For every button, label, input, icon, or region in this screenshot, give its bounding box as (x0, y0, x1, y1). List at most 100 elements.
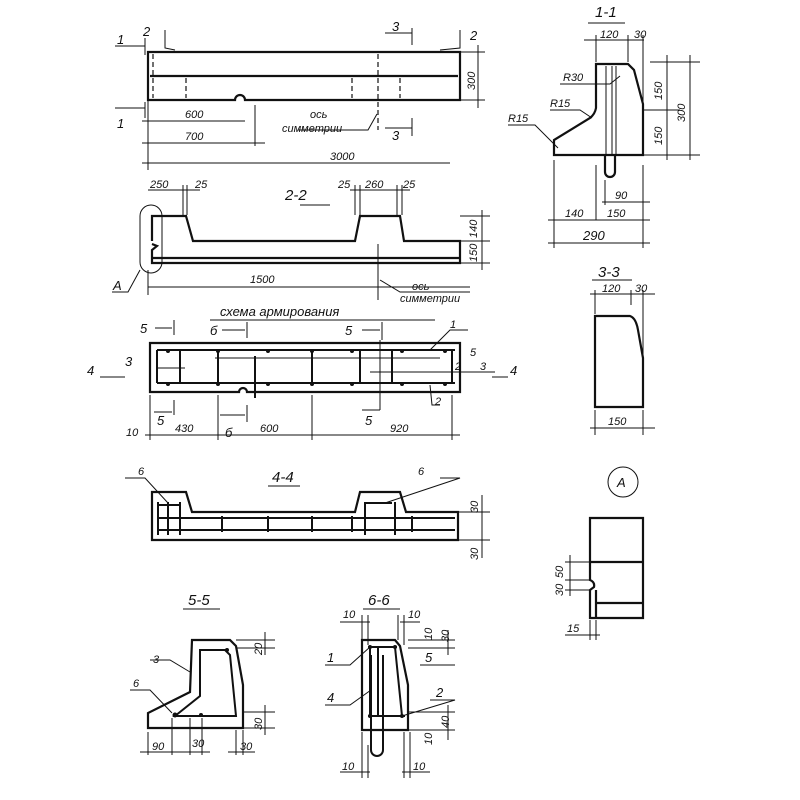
section-3-3: 3-3 120 30 150 (590, 264, 655, 435)
dim-30: 30 (635, 283, 648, 295)
position-2: 2 (434, 396, 441, 408)
cut-marker-2: 2 (142, 24, 151, 39)
dim-50: 50 (554, 565, 566, 578)
reinforcement-scheme: схема армирования 5 б 5 5 5 б 4 4 3 3 5 … (87, 304, 517, 440)
dim-30: 30 (192, 738, 205, 750)
position-3: 3 (153, 654, 160, 666)
dim-30: 30 (240, 741, 253, 753)
plan-view: 1 1 2 2 3 3 300 600 700 3000 ось симметр… (115, 19, 485, 170)
dim-30: 30 (554, 583, 566, 596)
section-4-4: 4-4 6 6 30 30 (125, 466, 490, 560)
dim-150: 150 (468, 243, 480, 262)
dim-140: 140 (565, 208, 584, 220)
dim-30: 30 (469, 547, 481, 560)
dim-10: 10 (423, 627, 435, 640)
cut-marker-6: б (210, 323, 218, 338)
dim-10: 10 (343, 609, 356, 621)
section-title: 4-4 (272, 469, 294, 486)
position-2: 2 (435, 685, 444, 700)
axis-label: симметрии (282, 123, 342, 135)
detail-marker: А (616, 475, 626, 490)
cut-marker-5: 5 (365, 413, 373, 428)
dim-150: 150 (653, 81, 665, 100)
dim-90: 90 (152, 741, 165, 753)
dim-15: 15 (567, 623, 580, 635)
dim-140: 140 (468, 219, 480, 238)
dim-10: 10 (423, 732, 435, 745)
section-1-1: 1-1 120 30 R30 R15 R15 150 150 300 90 14… (508, 4, 700, 248)
position-4: 4 (327, 690, 334, 705)
dim-10: 10 (408, 609, 421, 621)
dim-150: 150 (653, 126, 665, 145)
position-1: 1 (450, 319, 456, 331)
position-2: 2 (454, 361, 461, 373)
dim-250: 250 (149, 179, 169, 191)
dim-290: 290 (582, 228, 605, 243)
axis-label: ось (310, 109, 328, 121)
position-3: 3 (480, 361, 487, 373)
dim-150: 150 (607, 208, 626, 220)
axis-label: симметрии (400, 293, 460, 305)
section-5-5: 5-5 3 6 20 30 90 30 30 (130, 592, 275, 755)
section-title: 3-3 (598, 264, 620, 281)
cut-marker-5: 5 (157, 413, 165, 428)
position-3: 3 (125, 354, 133, 369)
dim-120: 120 (602, 283, 621, 295)
cut-marker-3: 3 (392, 128, 400, 143)
dim-25: 25 (337, 179, 351, 191)
dim-10: 10 (342, 761, 355, 773)
cut-marker-3: 3 (392, 19, 400, 34)
dim-30: 30 (469, 500, 481, 513)
cut-marker-5: 5 (345, 323, 353, 338)
dim-700: 700 (185, 131, 204, 143)
dim-height: 300 (466, 71, 478, 90)
dim-430: 430 (175, 423, 194, 435)
cut-marker-6: б (225, 425, 233, 440)
section-title: 5-5 (188, 592, 210, 609)
position-5: 5 (425, 650, 433, 665)
dim-3000: 3000 (330, 151, 355, 163)
position-6: 6 (418, 466, 425, 478)
dim-600: 600 (260, 423, 279, 435)
cut-marker-2: 2 (469, 28, 478, 43)
dim-120: 120 (600, 29, 619, 41)
dim-10: 10 (413, 761, 426, 773)
dim-25: 25 (402, 179, 416, 191)
position-6: 6 (133, 678, 140, 690)
position-5: 5 (470, 347, 477, 359)
dim-20: 20 (253, 642, 265, 656)
section-2-2: 2-2 250 25 25 260 25 140 150 1500 А ось … (112, 179, 490, 305)
radius-r15: R15 (508, 113, 529, 125)
section-title: 6-6 (368, 592, 390, 609)
dim-260: 260 (364, 179, 384, 191)
cut-marker-1: 1 (117, 116, 124, 131)
position-6: 6 (138, 466, 145, 478)
detail-marker-a: А (112, 278, 122, 293)
dim-30: 30 (634, 29, 647, 41)
section-6-6: 6-6 10 10 10 30 1 5 2 4 40 10 10 10 (325, 592, 456, 778)
radius-r30: R30 (563, 72, 584, 84)
dim-150: 150 (608, 416, 627, 428)
detail-a: А 50 30 15 (554, 466, 645, 640)
dim-90: 90 (615, 190, 628, 202)
cut-marker-4: 4 (510, 363, 517, 378)
dim-920: 920 (390, 423, 409, 435)
dim-1500: 1500 (250, 274, 275, 286)
section-title: 2-2 (284, 187, 307, 204)
dim-25: 25 (194, 179, 208, 191)
radius-r15: R15 (550, 98, 571, 110)
dim-40: 40 (440, 715, 452, 728)
dim-600: 600 (185, 109, 204, 121)
scheme-title: схема армирования (220, 304, 339, 319)
dim-10: 10 (126, 427, 139, 439)
cut-marker-5: 5 (140, 321, 148, 336)
rebar-dots (166, 349, 447, 386)
dim-300: 300 (676, 103, 688, 122)
dim-30: 30 (253, 717, 265, 730)
section-title: 1-1 (595, 4, 617, 21)
position-1: 1 (327, 650, 334, 665)
axis-label: ось (412, 281, 430, 293)
cut-marker-4: 4 (87, 363, 94, 378)
dim-30: 30 (440, 629, 452, 642)
